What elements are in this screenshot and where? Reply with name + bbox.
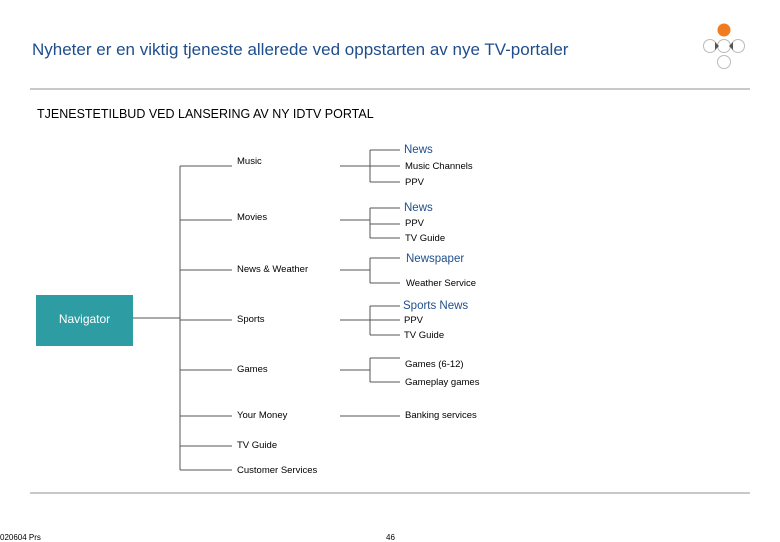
category-movies: Movies — [237, 212, 268, 223]
service-item: TV Guide — [405, 233, 446, 244]
service-news: News — [404, 202, 433, 214]
service-item: Weather Service — [406, 278, 477, 289]
category-news-weather: News & Weather — [237, 264, 309, 275]
navigator-label: Navigator — [58, 312, 111, 326]
service-item: PPV — [405, 218, 425, 229]
header-divider — [30, 88, 750, 90]
service-item: Gameplay games — [405, 377, 480, 388]
category-customer-services: Customer Services — [237, 465, 318, 476]
category-games: Games — [237, 364, 268, 375]
service-item: PPV — [405, 177, 425, 188]
page-title: Nyheter er en viktig tjeneste allerede v… — [32, 40, 569, 59]
service-news: News — [404, 144, 433, 156]
footer-left-text: 020604 Prs — [0, 533, 41, 542]
service-newspaper: Newspaper — [406, 253, 465, 265]
page-number: 46 — [386, 533, 395, 542]
service-item: Games (6-12) — [405, 359, 464, 370]
service-sports-news: Sports News — [403, 300, 469, 312]
category-tv-guide: TV Guide — [237, 440, 278, 451]
footer-divider — [30, 492, 750, 494]
category-your-money: Your Money — [237, 410, 288, 421]
service-item: Banking services — [405, 410, 477, 421]
company-logo-icon — [703, 23, 745, 69]
navigator-node: Navigator — [36, 295, 133, 346]
service-item: PPV — [404, 315, 424, 326]
service-item: Music Channels — [405, 161, 473, 172]
category-music: Music — [237, 156, 262, 167]
section-subtitle: TJENESTETILBUD VED LANSERING AV NY IDTV … — [37, 107, 374, 121]
service-item: TV Guide — [404, 330, 445, 341]
category-sports: Sports — [237, 314, 265, 325]
